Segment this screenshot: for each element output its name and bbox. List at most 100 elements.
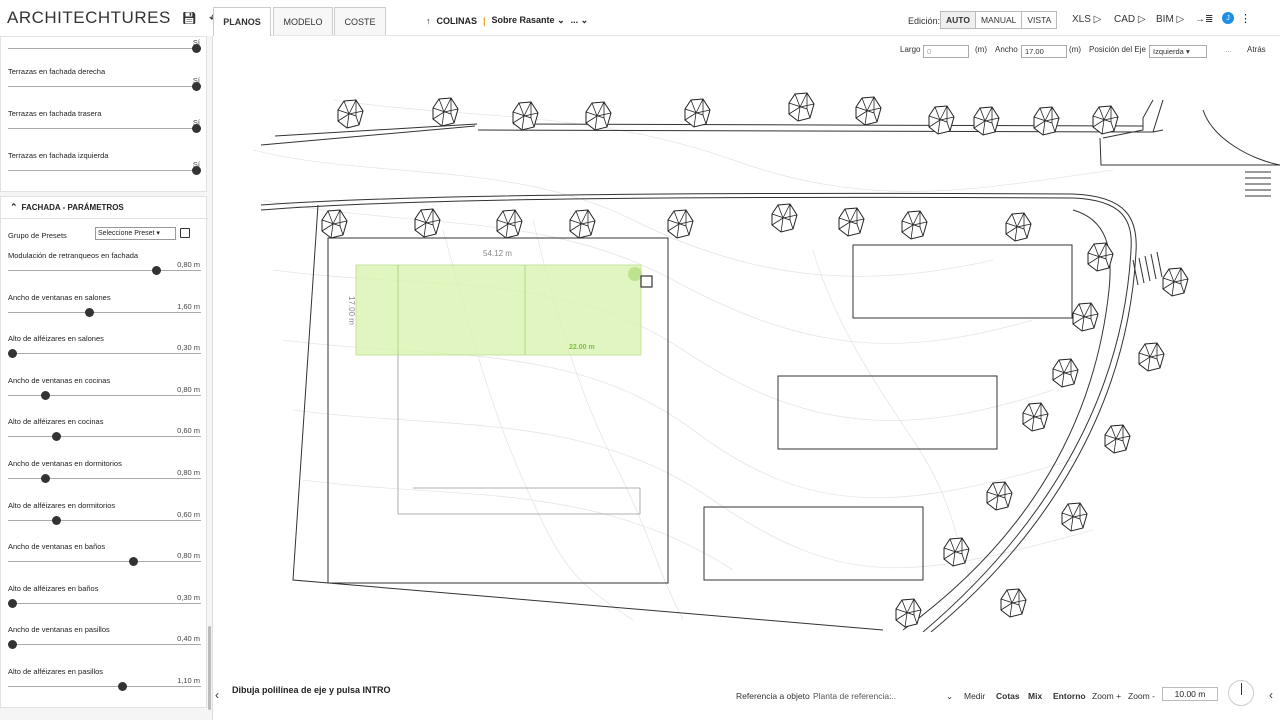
mix-button[interactable]: Mix — [1028, 691, 1043, 701]
slider-track[interactable] — [8, 311, 201, 313]
tree-icon — [1087, 242, 1114, 272]
tab-modelo[interactable]: MODELO — [273, 7, 333, 35]
slider-track[interactable] — [8, 602, 201, 604]
reference-object-toggle[interactable]: Referencia a objeto — [736, 691, 810, 701]
measure-button[interactable]: Medir — [964, 691, 986, 701]
slider-value: Sí — [192, 118, 200, 127]
slider-track[interactable] — [8, 644, 201, 646]
site-plot-outline[interactable] — [327, 237, 669, 584]
building-block[interactable] — [777, 375, 998, 450]
slider-track[interactable] — [8, 48, 201, 49]
slider-thumb[interactable] — [8, 598, 17, 608]
export-xls-button[interactable]: XLS ▷ — [1072, 14, 1102, 25]
dimension-segment: 22.00 m — [569, 344, 595, 351]
ancho-input[interactable]: 17.00 — [1021, 45, 1067, 58]
preset-save-icon[interactable] — [180, 228, 190, 238]
slider-track[interactable] — [8, 128, 201, 129]
slider-thumb[interactable] — [192, 44, 201, 53]
zoom-in-button[interactable]: Zoom + — [1092, 691, 1122, 701]
mode-manual-button[interactable]: MANUAL — [976, 12, 1023, 28]
more-selector[interactable]: ... ⌄ — [570, 15, 589, 25]
slider-thumb[interactable] — [8, 640, 17, 650]
save-icon[interactable]: 💾︎ — [181, 11, 198, 25]
tree-icon — [1000, 588, 1027, 618]
tab-coste[interactable]: COSTE — [334, 7, 386, 35]
sidebar-scrollbar[interactable] — [208, 626, 211, 710]
slider-label: Alto de alféizares en baños — [8, 583, 99, 593]
slider-thumb[interactable] — [8, 349, 17, 359]
slider-thumb[interactable] — [52, 515, 62, 525]
eje-select[interactable]: Izquierda ▾ — [1149, 45, 1207, 58]
chevron-up-icon: ⌃ — [10, 202, 18, 212]
slider-thumb[interactable] — [52, 432, 62, 442]
slider-thumb[interactable] — [192, 124, 201, 133]
mode-vista-button[interactable]: VISTA — [1027, 15, 1052, 25]
selected-volume[interactable] — [355, 264, 642, 356]
building-footprint[interactable] — [397, 265, 641, 515]
export-list-icon[interactable]: →≣ — [1195, 14, 1214, 25]
site-plan-canvas[interactable]: 54.12 m 17.00 m 22.00 m — [213, 60, 1280, 632]
tree-icon — [788, 92, 815, 122]
more-vertical-icon[interactable]: ⋮ — [1240, 13, 1251, 25]
tree-icon — [414, 208, 441, 238]
cursor-square[interactable] — [640, 275, 653, 288]
slider-track[interactable] — [8, 394, 201, 396]
chevron-right-icon[interactable]: ‹ — [1269, 688, 1273, 702]
north-compass[interactable] — [1228, 680, 1254, 706]
tree-icon — [337, 99, 364, 129]
level-selector[interactable]: Sobre Rasante ⌄ — [491, 15, 565, 25]
slider-label: Ancho de ventanas en cocinas — [8, 375, 111, 385]
building-block[interactable] — [703, 506, 924, 581]
slider-thumb[interactable] — [41, 390, 51, 400]
tab-planos[interactable]: PLANOS — [213, 7, 271, 36]
slider-track[interactable] — [8, 170, 201, 171]
edition-mode-toggle: AUTO MANUAL VISTA — [940, 11, 1058, 29]
slider-track[interactable] — [8, 353, 201, 355]
chevron-down-icon[interactable]: ⌄ — [946, 691, 954, 701]
reference-plan-select[interactable]: ... — [889, 691, 897, 701]
slider-track[interactable] — [8, 86, 201, 87]
dimensions-button[interactable]: Cotas — [996, 691, 1020, 701]
project-name[interactable]: COLINAS — [436, 15, 478, 26]
zoom-out-button[interactable]: Zoom - — [1128, 691, 1155, 701]
slider-track[interactable] — [8, 478, 201, 479]
edition-label: Edición: — [908, 16, 941, 26]
slider-label: Ancho de ventanas en salones — [8, 292, 111, 302]
slider-thumb[interactable] — [192, 166, 201, 175]
slider-track[interactable] — [8, 270, 201, 271]
back-button[interactable]: Atrás — [1247, 45, 1266, 54]
arrow-up-icon[interactable]: ↑ — [426, 15, 431, 26]
slider-value: Sí — [192, 76, 200, 85]
facade-section-header[interactable]: ⌃ FACHADA - PARÁMETROS — [1, 197, 208, 219]
slider-thumb[interactable] — [118, 682, 128, 691]
environment-button[interactable]: Entorno — [1053, 691, 1086, 701]
slider-track[interactable] — [8, 519, 201, 521]
slider-thumb[interactable] — [85, 307, 95, 317]
building-block[interactable] — [852, 244, 1073, 319]
slider-track[interactable] — [8, 561, 201, 563]
slider-thumb[interactable] — [192, 82, 201, 91]
preset-row: Grupo de Presets Seleccione Preset ▾ — [1, 227, 208, 243]
slider-thumb[interactable] — [151, 266, 161, 275]
export-cad-button[interactable]: CAD ▷ — [1114, 14, 1146, 25]
slider-thumb[interactable] — [129, 557, 139, 567]
slider-row: Sí — [1, 29, 208, 69]
slider-track[interactable] — [8, 436, 201, 438]
zoom-input[interactable]: 10.00 m — [1162, 687, 1218, 701]
mode-auto-button[interactable]: AUTO — [941, 12, 976, 28]
slider-thumb[interactable] — [41, 474, 51, 483]
reference-plan-label: Planta de referencia: — [813, 691, 892, 701]
avatar[interactable]: J — [1222, 12, 1234, 24]
chevron-left-icon[interactable]: ‹ — [215, 688, 219, 702]
slider-value: 1,60 m — [177, 301, 200, 311]
largo-input[interactable]: 0 — [923, 45, 969, 58]
slider-track[interactable] — [8, 686, 201, 687]
selection-handle[interactable] — [628, 267, 642, 281]
export-bim-button[interactable]: BIM ▷ — [1156, 14, 1185, 25]
preset-select[interactable]: Seleccione Preset ▾ — [95, 227, 176, 240]
eje-label: Posición del Eje — [1089, 45, 1146, 54]
